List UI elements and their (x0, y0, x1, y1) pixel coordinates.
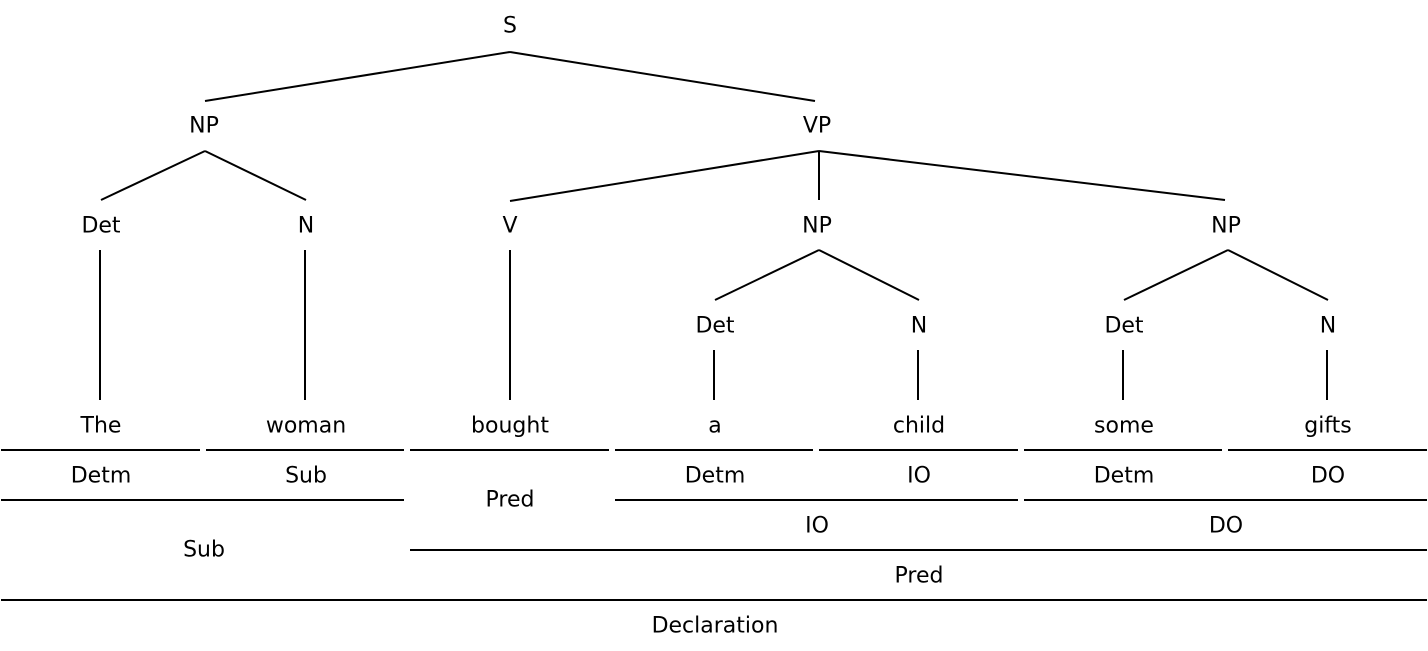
function-bought: Pred (486, 488, 535, 513)
branch-s-vp (509, 51, 816, 102)
function-subject-np: Sub (183, 538, 225, 563)
node-n-do: N (1320, 314, 1336, 339)
word-woman: woman (266, 414, 346, 439)
function-a: Detm (685, 464, 746, 489)
node-n-io: N (911, 314, 927, 339)
branch-np-do-n (1227, 249, 1329, 301)
sentence-words: The woman bought a child some gifts (80, 414, 1352, 439)
node-np-do: NP (1211, 214, 1241, 239)
function-child: IO (907, 464, 931, 489)
node-det-io: Det (695, 314, 734, 339)
tree-branches (99, 51, 1329, 400)
function-io-np: IO (805, 514, 829, 539)
word-a: a (708, 414, 721, 439)
node-v: V (502, 214, 517, 239)
node-det-subject: Det (81, 214, 120, 239)
word-child: child (893, 414, 945, 439)
function-gifts: DO (1311, 464, 1345, 489)
node-s: S (503, 14, 517, 39)
function-sentence: Declaration (652, 614, 779, 639)
function-table-rules (1, 449, 1427, 601)
function-predicate: Pred (895, 564, 944, 589)
word-some: some (1094, 414, 1154, 439)
function-woman: Sub (285, 464, 327, 489)
node-np-subject: NP (189, 114, 219, 139)
node-n-subject: N (298, 214, 314, 239)
branch-vp-v (509, 150, 820, 202)
function-labels: Detm Sub Pred Detm IO Detm DO Sub IO DO … (71, 464, 1345, 639)
node-det-do: Det (1104, 314, 1143, 339)
word-gifts: gifts (1304, 414, 1352, 439)
branch-np-n (204, 150, 307, 201)
branch-s-np (204, 51, 511, 102)
branch-np-io-n (818, 249, 920, 301)
word-bought: bought (471, 414, 549, 439)
function-the: Detm (71, 464, 132, 489)
branch-np-do-det (1123, 249, 1229, 301)
branch-np-io-det (714, 249, 820, 301)
branch-vp-np-do (818, 150, 1226, 201)
function-some: Detm (1094, 464, 1155, 489)
tree-nodes: S NP VP Det N V NP NP Det N Det N (81, 14, 1336, 339)
node-np-io: NP (802, 214, 832, 239)
word-the: The (80, 414, 122, 439)
branch-np-det (100, 150, 206, 201)
function-do-np: DO (1209, 514, 1243, 539)
node-vp: VP (803, 114, 831, 139)
